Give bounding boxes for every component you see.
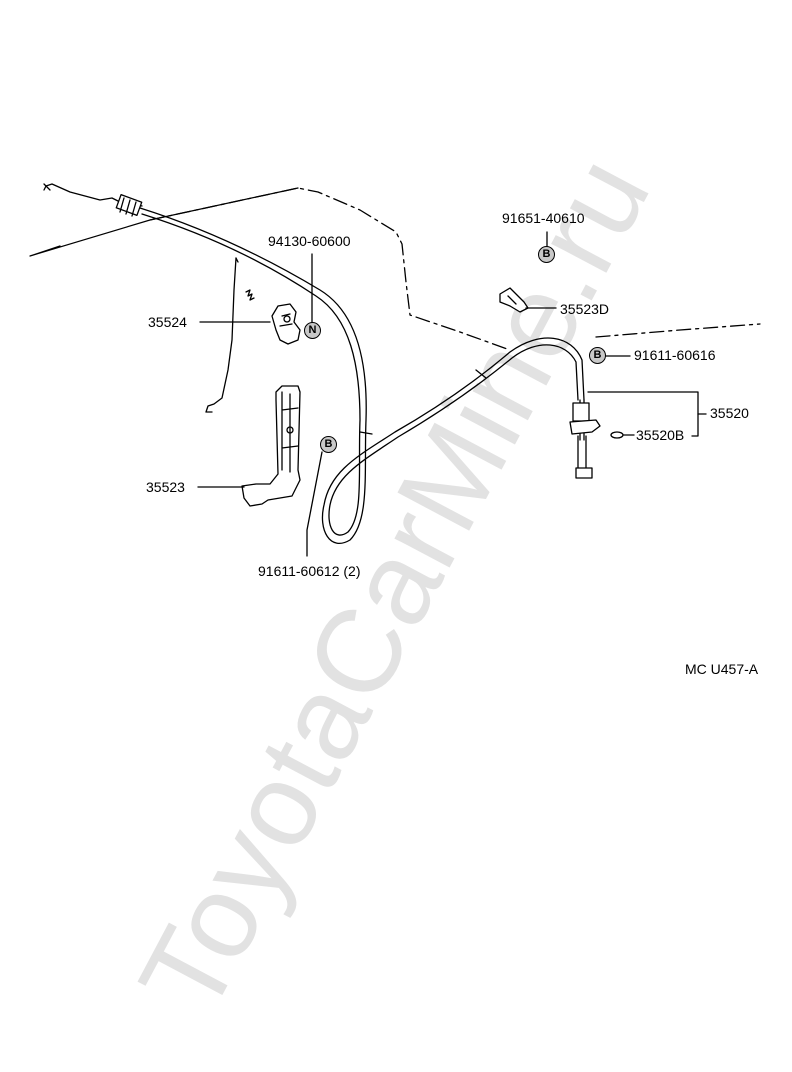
washer-35520B: [610, 431, 624, 439]
spring-35524: [245, 289, 255, 301]
label-35520: 35520: [710, 405, 749, 421]
cable-sheath: [139, 207, 585, 544]
bracket-35523: [241, 385, 301, 507]
symbol-n-94130: N: [304, 322, 321, 339]
label-91651-40610: 91651-40610: [502, 210, 585, 226]
cable-sheath-inner: [141, 213, 579, 536]
body-outline: [29, 187, 299, 257]
label-91611-60616: 91611-60616: [634, 347, 716, 363]
label-35524: 35524: [148, 314, 187, 330]
leader-91611-612: [306, 451, 323, 557]
label-35520B: 35520B: [636, 427, 685, 443]
body-outline-left-vertical: [205, 257, 237, 413]
symbol-b-91651: B: [538, 246, 555, 263]
knob-bracket: [572, 402, 590, 422]
clip-35523D: [499, 287, 529, 313]
body-outline-left-vertical2: [235, 257, 239, 263]
symbol-b-91611-612: B: [320, 436, 337, 453]
clip-35524: [271, 303, 301, 345]
diagram-code: MC U457-A: [685, 661, 759, 677]
symbol-b-91611-616: B: [589, 347, 606, 364]
body-outline-dashed: [149, 187, 511, 351]
body-outline-right: [595, 323, 761, 338]
label-91611-60612: 91611-60612 (2): [258, 563, 361, 579]
label-35523: 35523: [146, 479, 185, 495]
label-94130-60600: 94130-60600: [268, 233, 351, 249]
label-35523D: 35523D: [560, 301, 610, 317]
